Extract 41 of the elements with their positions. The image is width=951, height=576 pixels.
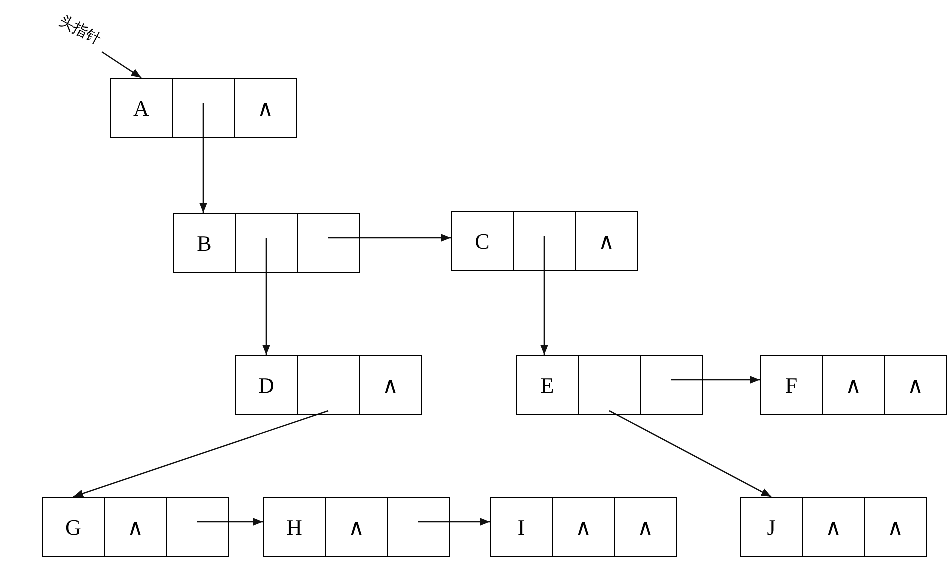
list-cell: ∧ [552,497,615,557]
arrow [672,376,760,384]
list-cell: J [740,497,803,557]
list-cell: ∧ [802,497,865,557]
list-cell: H [263,497,326,557]
list-cell: ∧ [104,497,167,557]
list-cell: F [760,355,823,415]
pointer-cell [640,355,703,415]
arrow [609,410,772,498]
arrow [328,234,451,242]
list-cell: ∧ [884,355,947,415]
list-cell: C [451,211,514,271]
list-cell: I [490,497,553,557]
pointer-cell [297,213,360,273]
list-cell: E [516,355,579,415]
arrow [73,410,329,498]
pointer-cell [166,497,229,557]
list-cell: ∧ [822,355,885,415]
list-cell: G [42,497,105,557]
list-cell: A [110,78,173,138]
pointer-cell [387,497,450,557]
list-cell: ∧ [614,497,677,557]
pointer-cell [235,213,298,273]
list-cell: ∧ [575,211,638,271]
head-pointer-label: 头指针 [38,0,122,62]
list-cell: ∧ [864,497,927,557]
arrow [200,103,208,213]
list-cell: D [235,355,298,415]
arrow [540,236,548,355]
pointer-cell [172,78,235,138]
pointer-cell [578,355,641,415]
list-cell: ∧ [325,497,388,557]
arrow [418,518,490,526]
arrow [198,518,263,526]
list-cell: B [173,213,236,273]
list-cell: ∧ [359,355,422,415]
pointer-cell [513,211,576,271]
pointer-cell [297,355,360,415]
arrow [262,238,270,355]
list-cell: ∧ [234,78,297,138]
arrow [102,51,142,79]
